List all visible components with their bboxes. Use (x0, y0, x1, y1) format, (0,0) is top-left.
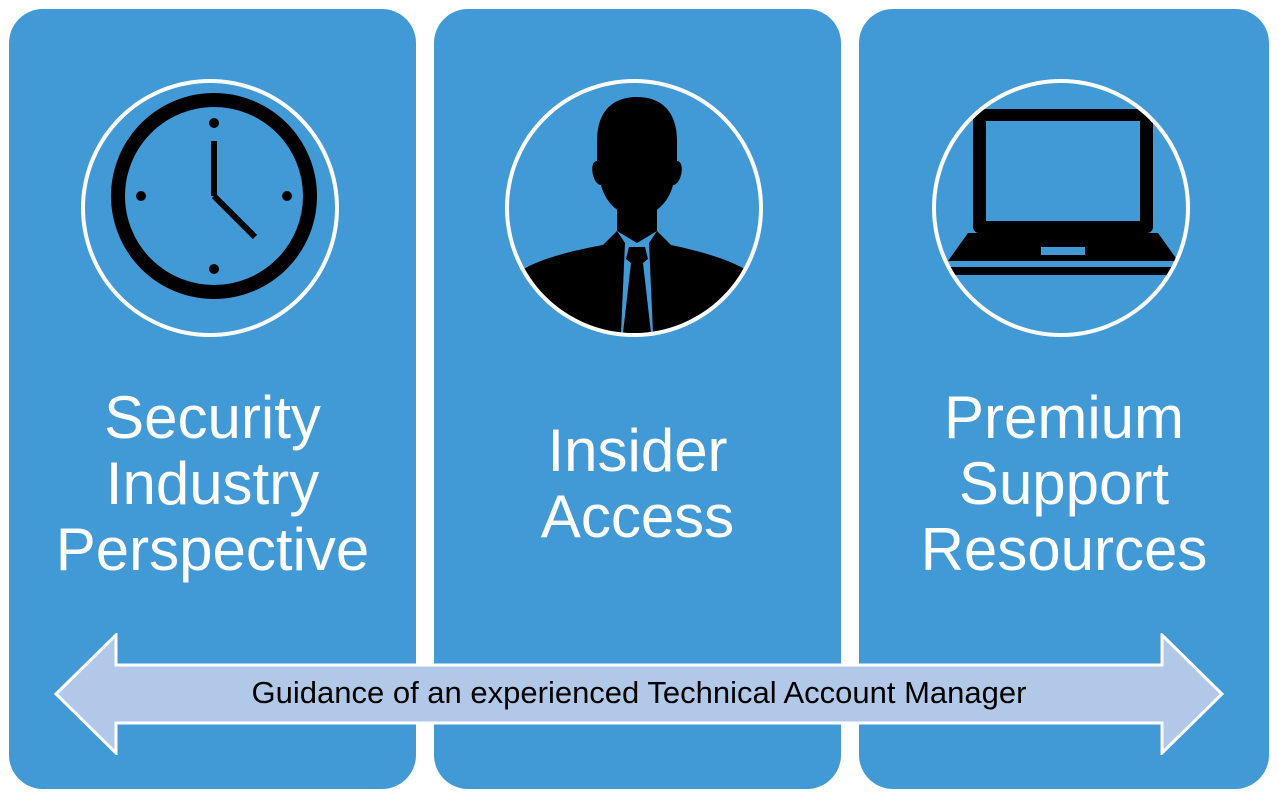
card-title: Security Industry Perspective (9, 385, 416, 583)
card-title-line: Industry (105, 450, 320, 517)
card-title: Insider Access (434, 418, 841, 550)
card-title: Premium Support Resources (859, 385, 1269, 583)
card-insider-access: Insider Access (434, 9, 841, 789)
card-title-line: Resources (920, 516, 1208, 583)
card-title-line: Premium (943, 384, 1185, 451)
clock-icon (111, 93, 317, 299)
laptop-icon (948, 109, 1178, 275)
card-title-line: Perspective (55, 516, 370, 583)
card-title-line: Access (540, 483, 735, 550)
card-premium-support-resources: Premium Support Resources (859, 9, 1269, 789)
clock-icon-circle (81, 79, 339, 337)
laptop-icon-circle (932, 79, 1190, 337)
person-icon-circle (505, 79, 763, 337)
card-title-line: Insider (547, 417, 728, 484)
person-silhouette-icon (509, 97, 759, 333)
arrow-label: Guidance of an experienced Technical Acc… (251, 675, 1027, 710)
card-title-line: Support (958, 450, 1170, 517)
card-title-line: Security (104, 384, 321, 451)
double-arrow-icon (54, 633, 1224, 755)
double-arrow: Guidance of an experienced Technical Acc… (54, 633, 1224, 755)
card-security-industry-perspective: Security Industry Perspective (9, 9, 416, 789)
